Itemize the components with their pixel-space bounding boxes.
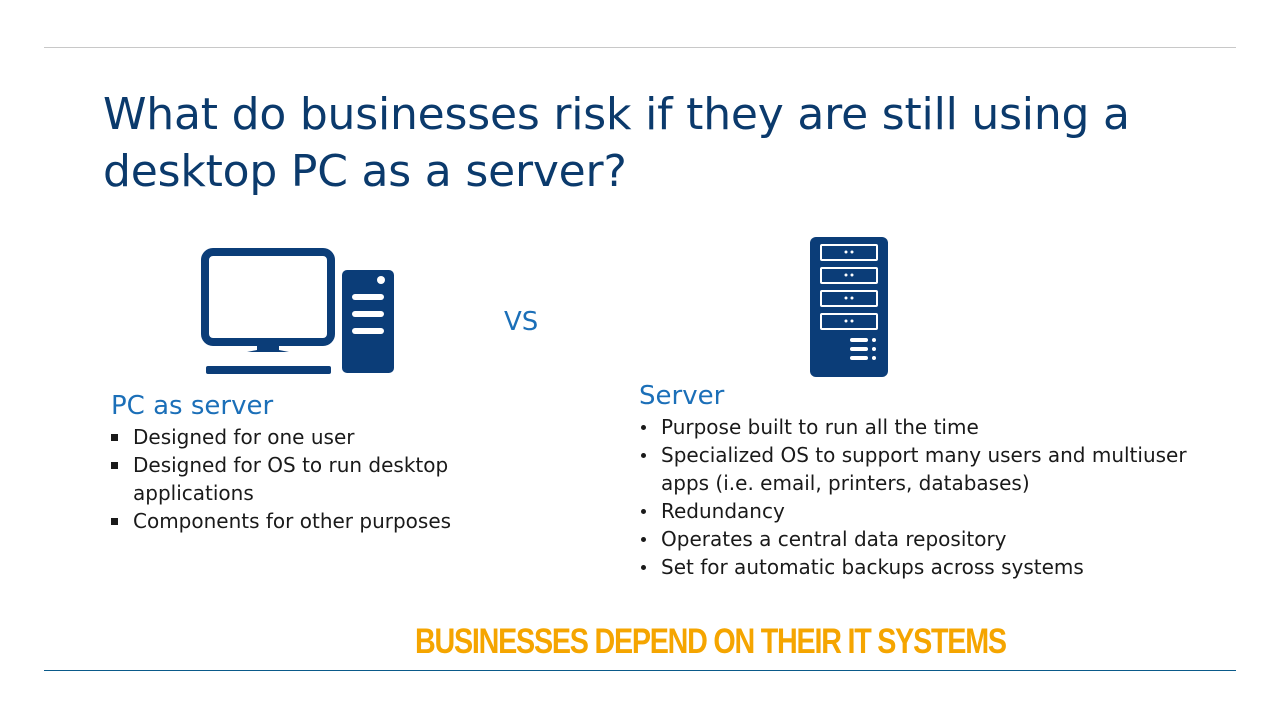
list-item: Set for automatic backups across systems [639, 553, 1239, 581]
list-item: Designed for OS to run desktop applicati… [111, 451, 551, 507]
pc-features-list: Designed for one user Designed for OS to… [111, 423, 551, 535]
list-item: Operates a central data repository [639, 525, 1239, 553]
vs-label: VS [504, 307, 539, 337]
bottom-divider [44, 670, 1236, 671]
slide-title: What do businesses risk if they are stil… [103, 89, 1130, 197]
desktop-computer-icon [201, 248, 394, 374]
list-item: Components for other purposes [111, 507, 551, 535]
list-item: Redundancy [639, 497, 1239, 525]
list-item: Purpose built to run all the time [639, 413, 1239, 441]
top-divider [44, 47, 1236, 48]
list-item: Designed for one user [111, 423, 551, 451]
server-rack-icon [810, 237, 888, 377]
pc-section-heading: PC as server [111, 391, 274, 421]
server-features-list: Purpose built to run all the time Specia… [639, 413, 1239, 581]
tagline: BUSINESSES DEPEND ON THEIR IT SYSTEMS [415, 622, 1007, 661]
list-item: Specialized OS to support many users and… [639, 441, 1239, 497]
server-section-heading: Server [639, 381, 725, 411]
